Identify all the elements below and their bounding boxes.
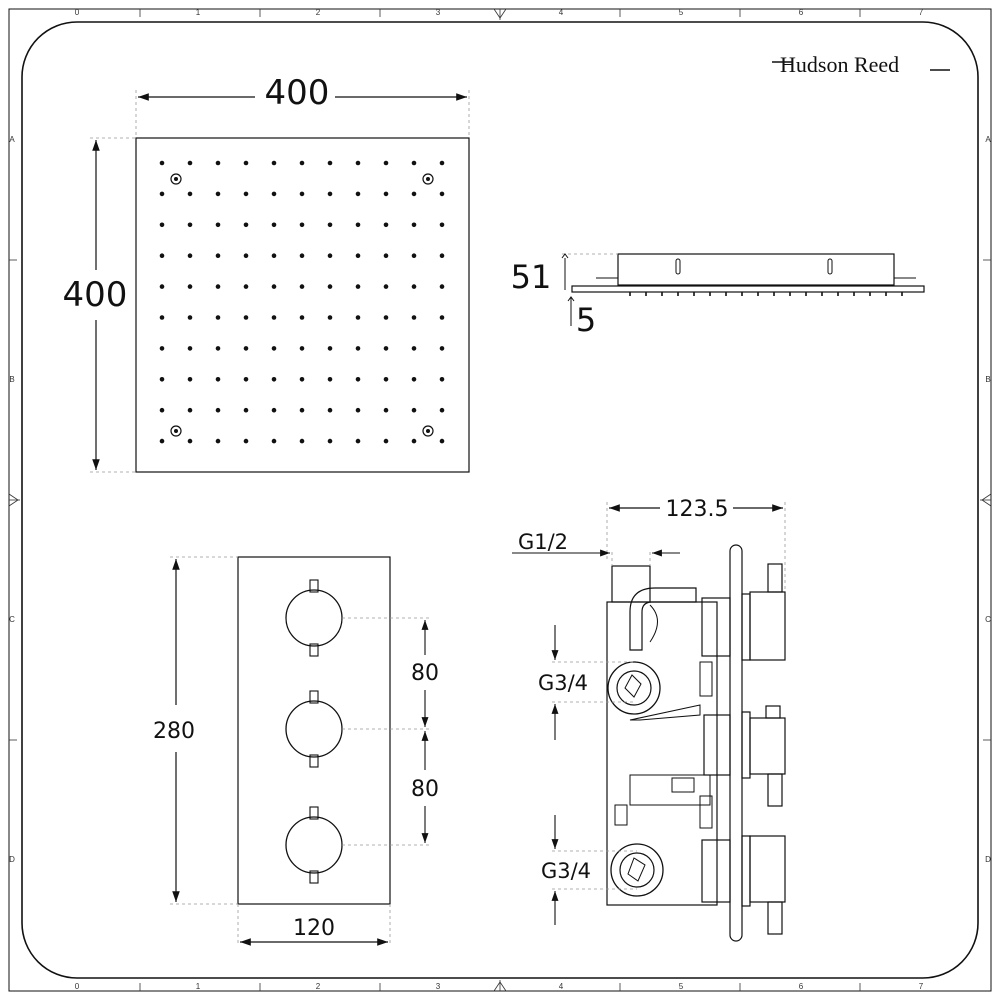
grid-col-3-bottom: 3	[436, 982, 441, 991]
handle-top	[285, 579, 343, 657]
dim-outlet-mid: G3/4	[538, 671, 588, 695]
grid-col-4-bottom: 4	[559, 982, 564, 991]
drawing-frame: 0 1 2 3 4 5 6 7 0 1 2 3 4 5 6 7 A B C D …	[8, 8, 992, 992]
grid-col-6-bottom: 6	[799, 982, 804, 991]
centering-mark-top	[493, 8, 507, 20]
grid-row-d-right: D	[985, 855, 991, 864]
valve-side-view: 123.5 G1/2 G3/4 G3/4	[512, 497, 786, 942]
shower-head-top-view: 400 400	[63, 73, 470, 473]
grid-row-c-right: C	[985, 615, 991, 624]
grid-row-c: C	[9, 615, 15, 624]
brand-name: Hudson Reed	[780, 52, 899, 77]
grid-col-0: 0	[75, 8, 80, 17]
dim-outlet-top: G1/2	[518, 530, 568, 554]
centering-mark-right	[980, 493, 992, 507]
handle-middle	[285, 690, 343, 768]
side-handle-middle	[703, 705, 786, 807]
dim-plate-width: 120	[293, 916, 335, 941]
mounting-holes	[170, 173, 434, 437]
dim-valve-depth: 123.5	[666, 497, 729, 522]
grid-col-6: 6	[799, 8, 804, 17]
grid-row-d: D	[9, 855, 15, 864]
centering-mark-bottom	[493, 980, 507, 992]
dim-handle-spacing-2: 80	[411, 777, 439, 802]
dim-plate-height: 280	[153, 719, 195, 744]
nozzle-grid	[159, 160, 445, 444]
grid-col-2-bottom: 2	[316, 982, 321, 991]
side-handle-bottom	[701, 835, 786, 935]
grid-row-a: A	[9, 135, 15, 144]
valve-front-view: 280 80 80 120	[153, 556, 439, 946]
grid-row-b-right: B	[985, 375, 990, 384]
brand-logo: Hudson Reed	[772, 52, 950, 77]
grid-col-5-bottom: 5	[679, 982, 684, 991]
grid-col-1: 1	[196, 8, 201, 17]
grid-col-7-bottom: 7	[919, 982, 924, 991]
dim-head-face: 5	[576, 301, 596, 339]
dim-head-height: 400	[63, 275, 128, 315]
side-nozzle-row	[629, 292, 903, 296]
dim-head-width: 400	[265, 73, 330, 113]
side-handle-top	[701, 563, 786, 661]
dim-outlet-bottom: G3/4	[541, 859, 591, 883]
grid-col-7: 7	[919, 8, 924, 17]
shower-head-side-view: 51 5	[511, 253, 925, 339]
grid-row-b: B	[9, 375, 14, 384]
centering-mark-left	[8, 493, 20, 507]
grid-col-4: 4	[559, 8, 564, 17]
dim-head-depth: 51	[511, 258, 552, 296]
grid-col-3: 3	[436, 8, 441, 17]
grid-col-2: 2	[316, 8, 321, 17]
grid-col-1-bottom: 1	[196, 982, 201, 991]
grid-col-5: 5	[679, 8, 684, 17]
dim-handle-spacing-1: 80	[411, 661, 439, 686]
handle-bottom	[285, 806, 343, 884]
grid-col-0-bottom: 0	[75, 982, 80, 991]
grid-row-a-right: A	[985, 135, 991, 144]
